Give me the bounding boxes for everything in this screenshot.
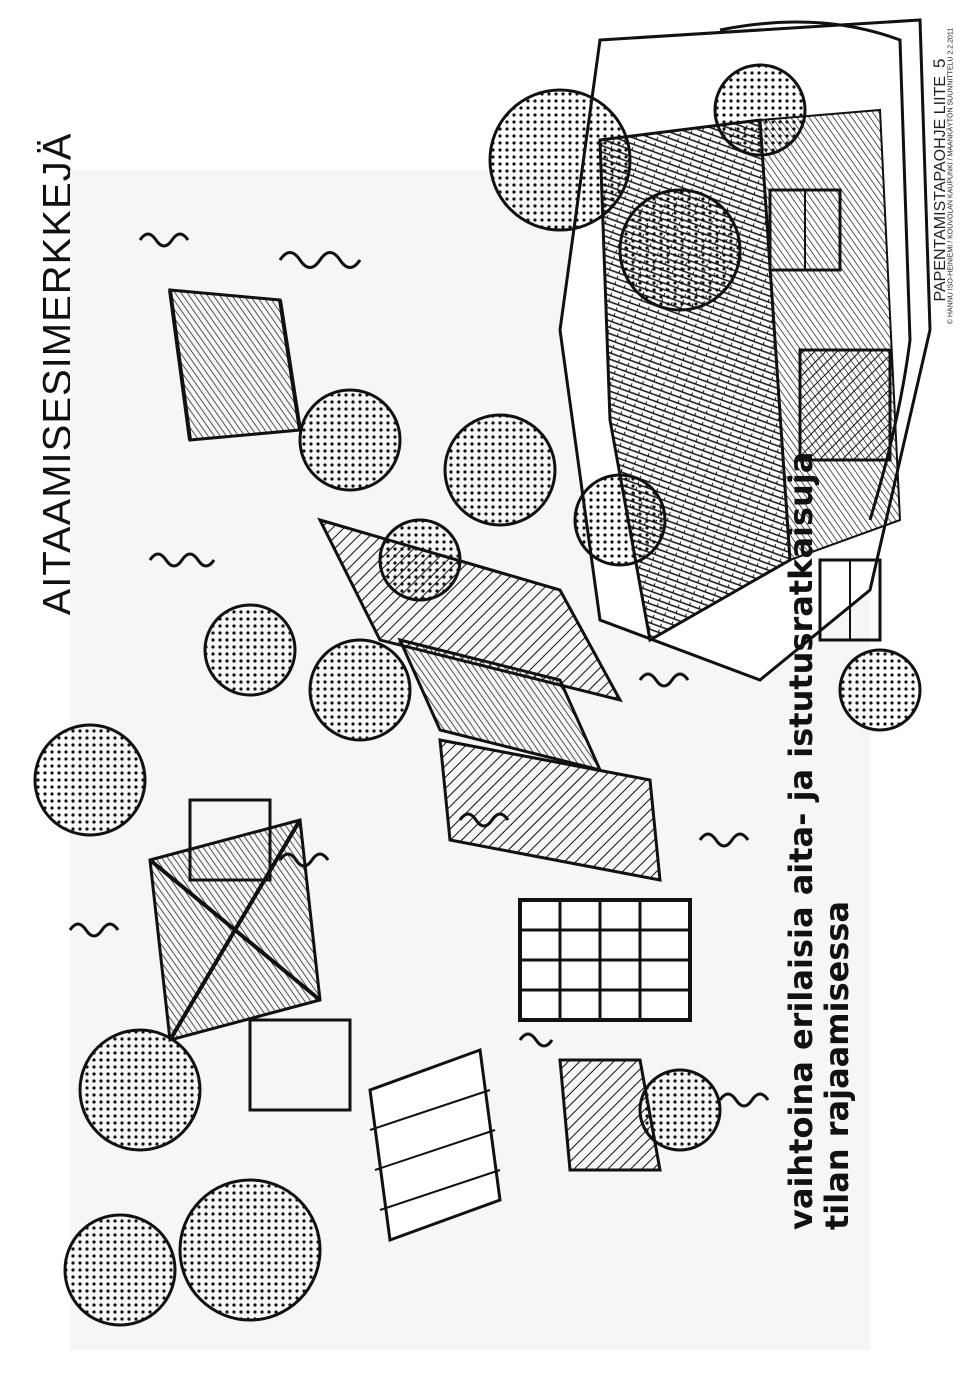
house-trees	[443, 63, 922, 732]
lattice-fence	[518, 898, 692, 1022]
stacked-crate	[368, 1047, 502, 1243]
x-braced-fence	[148, 818, 322, 1042]
plants	[33, 388, 722, 1327]
illustration-caption-line1: vaihtoina erilaisia aita- ja istutusratk…	[782, 452, 820, 1230]
illustration-caption-line2: tilan rajaamisessa	[818, 901, 856, 1230]
sketch-annotations	[68, 232, 770, 1108]
